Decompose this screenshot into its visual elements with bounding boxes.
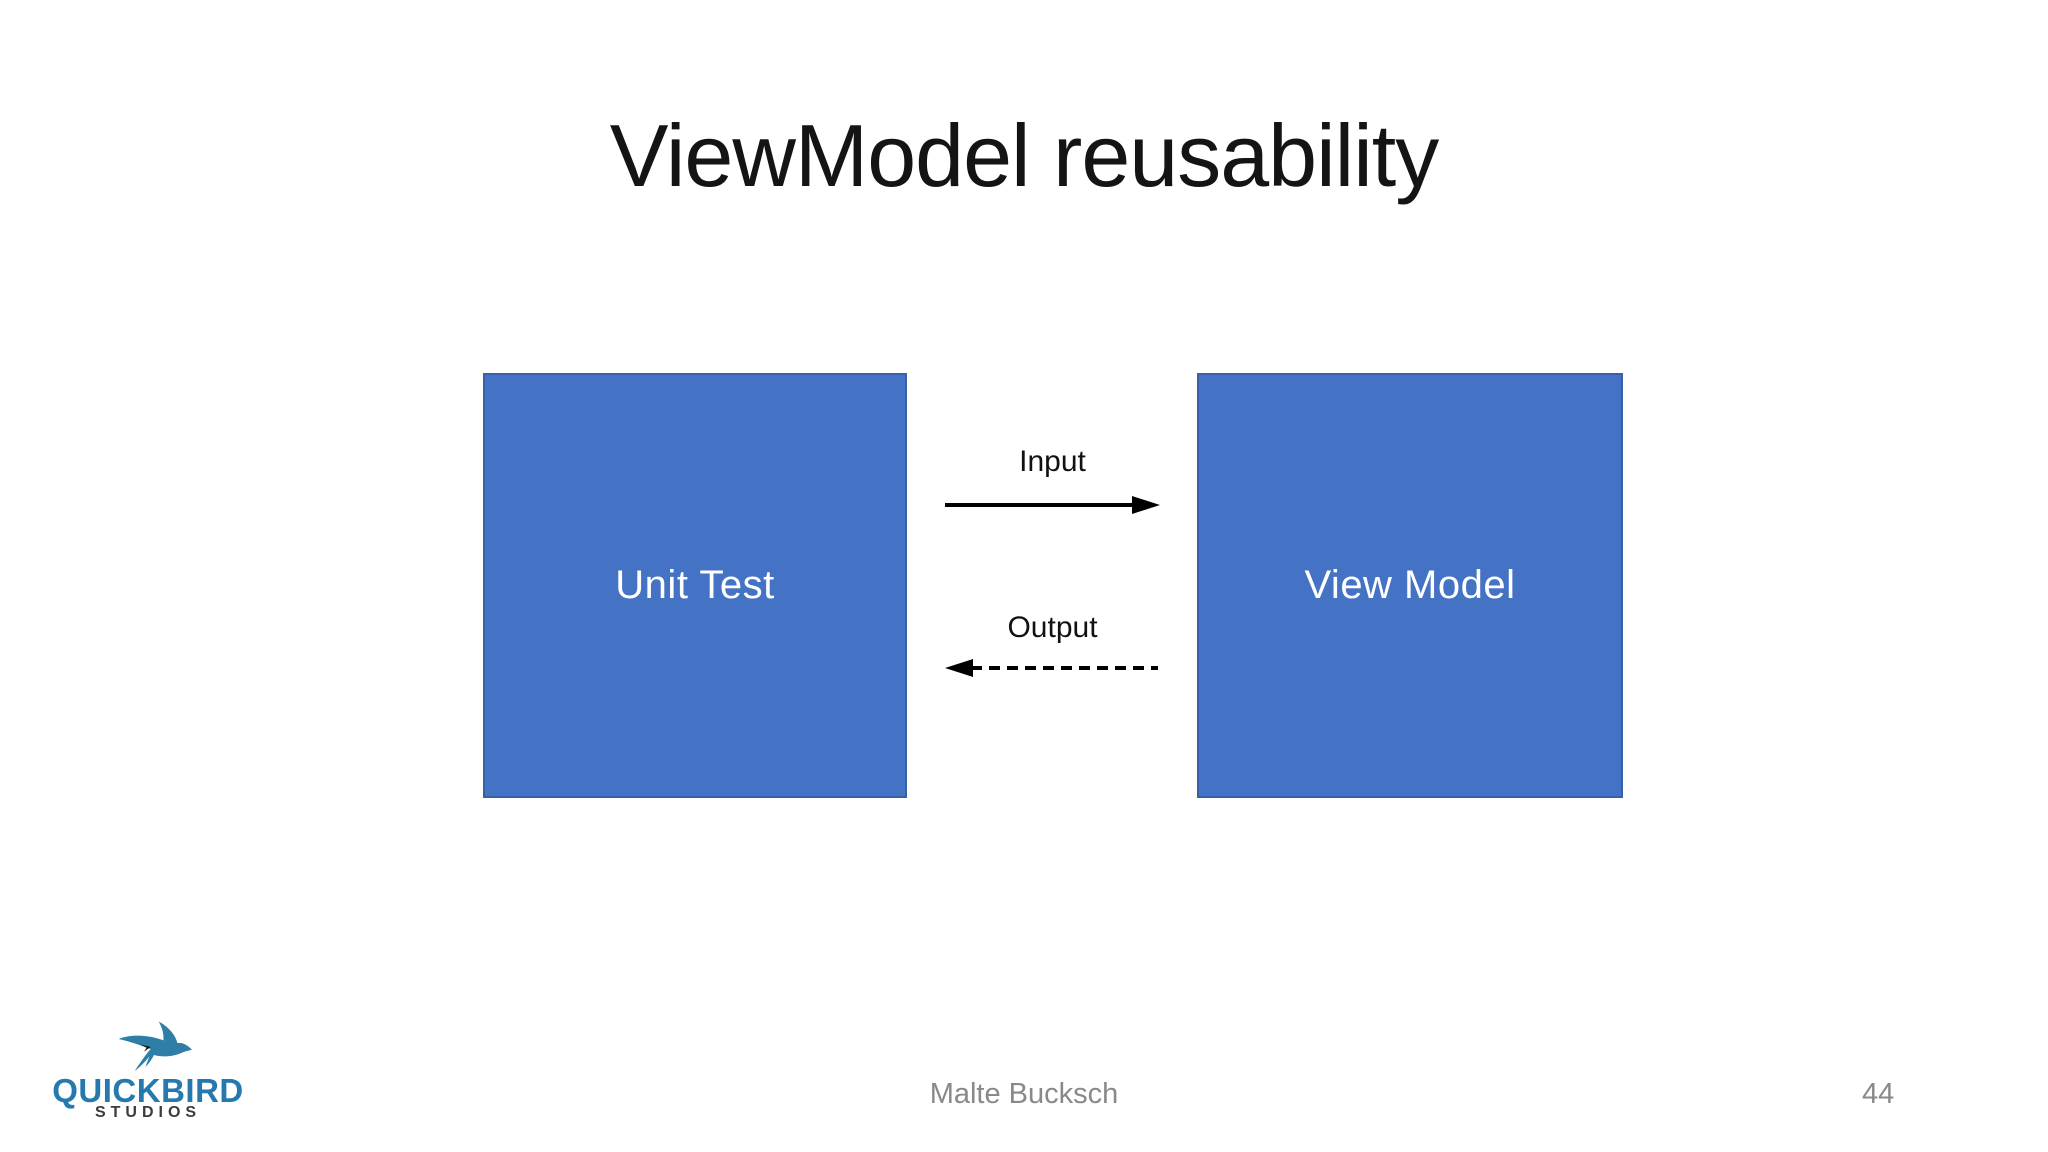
footer-author: Malte Bucksch	[929, 1078, 1119, 1110]
view-model-box: View Model	[1197, 373, 1623, 798]
unit-test-box-label: Unit Test	[615, 563, 775, 607]
logo-brand-text: QUICKBIRD	[52, 1072, 244, 1109]
input-arrow-line	[945, 503, 1136, 507]
output-arrow	[945, 659, 1160, 677]
swallow-bird-icon	[118, 1021, 192, 1071]
output-arrowhead-icon	[945, 659, 973, 677]
view-model-box-label: View Model	[1304, 563, 1516, 607]
logo-subtitle-text: STUDIOS	[94, 1104, 202, 1121]
input-arrowhead-icon	[1132, 496, 1160, 514]
footer-page-number: 44	[1862, 1078, 1895, 1110]
output-arrow-line	[971, 666, 1158, 670]
input-arrow-label: Input	[1019, 445, 1086, 478]
slide-title: ViewModel reusability	[609, 106, 1439, 205]
output-arrow-label: Output	[1007, 611, 1098, 644]
input-arrow	[945, 496, 1160, 514]
unit-test-box: Unit Test	[483, 373, 907, 798]
